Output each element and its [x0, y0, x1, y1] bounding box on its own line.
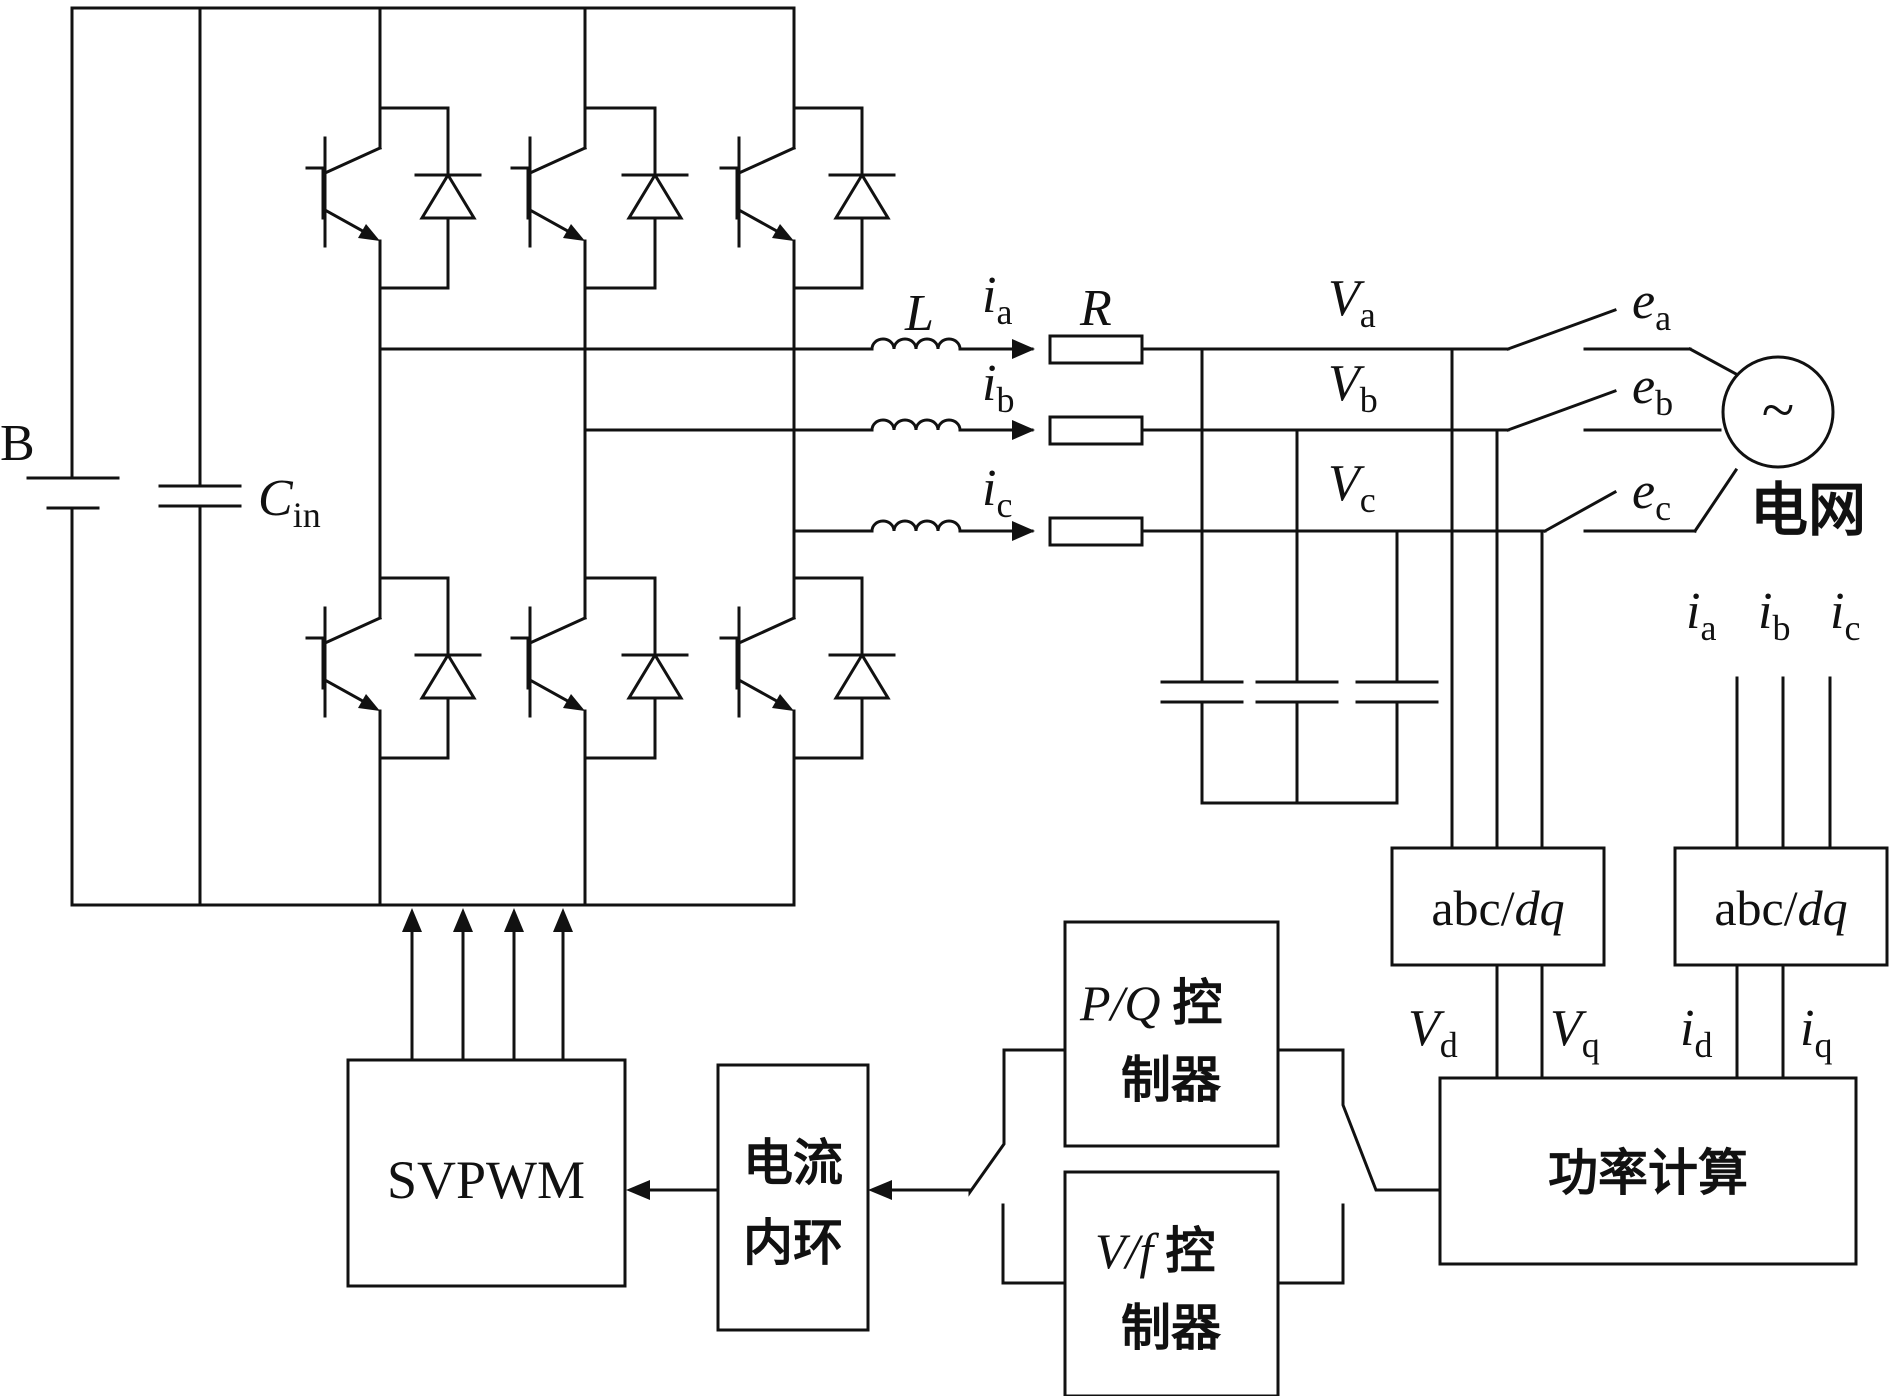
- diode: [414, 173, 482, 220]
- vq-label: Vq: [1550, 1000, 1600, 1065]
- abc-dq-block-voltage: [1390, 846, 1606, 967]
- igbt-switch: [305, 106, 382, 290]
- diode: [828, 173, 896, 220]
- dc-capacitor: [158, 484, 242, 508]
- grid-label: 电网: [1750, 476, 1866, 544]
- voltage-label-c: Vc: [1328, 455, 1376, 520]
- current-loop-block: [716, 1063, 870, 1332]
- battery-label: B: [0, 415, 35, 472]
- pq-controller-line2: 制器: [1121, 1051, 1222, 1109]
- iq-label: iq: [1800, 1000, 1832, 1065]
- current-loop-line1: 电流: [743, 1134, 843, 1192]
- mode-switches: [890, 1048, 1442, 1285]
- resistor: [1048, 334, 1144, 365]
- abc-dq-block-current: [1673, 846, 1889, 967]
- id-label: id: [1680, 1000, 1712, 1065]
- signal-arrow: [868, 1180, 892, 1200]
- capacitor-label: Cin: [258, 470, 321, 535]
- power-calc-block: [1438, 1076, 1858, 1266]
- resistor-label: R: [1079, 280, 1112, 337]
- resistor: [1048, 516, 1144, 547]
- current-label-a: ia: [982, 267, 1012, 332]
- vf-controller-block: [1063, 1170, 1280, 1396]
- dc-bus: [70, 6, 796, 907]
- current-arrow: [1012, 339, 1035, 359]
- emf-label-c: ec: [1632, 463, 1671, 528]
- gate-signals: [402, 908, 573, 1062]
- igbt-switch: [719, 576, 796, 760]
- current-arrow: [1012, 420, 1035, 440]
- inductor: [870, 418, 962, 432]
- signal-arrow: [626, 1180, 650, 1200]
- diode: [828, 653, 896, 700]
- grid-current-label-c: ic: [1830, 583, 1860, 648]
- svpwm-label: SVPWM: [387, 1150, 585, 1210]
- igbt-switch: [510, 576, 587, 760]
- abc-dq-label-voltage: abc/dq: [1431, 880, 1564, 936]
- grid-current-label-b: ib: [1758, 583, 1790, 648]
- abc-dq-label-current: abc/dq: [1714, 880, 1847, 936]
- power-calc-label: 功率计算: [1548, 1144, 1748, 1202]
- diode: [621, 653, 689, 700]
- svpwm-block: [346, 1058, 627, 1288]
- grid-current-label-a: ia: [1686, 583, 1716, 648]
- inductor: [870, 519, 962, 533]
- filter-capacitors: [1160, 347, 1439, 805]
- inductor-label: L: [904, 285, 934, 342]
- igbt-switch: [510, 106, 587, 290]
- vd-label: Vd: [1408, 1000, 1458, 1065]
- current-arrow: [1012, 521, 1035, 541]
- diode: [621, 173, 689, 220]
- emf-label-b: eb: [1632, 358, 1673, 423]
- igbt-switch: [305, 576, 382, 760]
- dq-lines: [1495, 963, 1785, 1080]
- current-label-c: ic: [982, 460, 1012, 525]
- voltage-label-b: Vb: [1328, 355, 1378, 420]
- voltage-taps: [1450, 347, 1544, 850]
- current-label-b: ib: [982, 355, 1014, 420]
- vf-controller-line2: 制器: [1121, 1299, 1222, 1357]
- pq-controller-block: [1063, 920, 1280, 1148]
- emf-label-a: ea: [1632, 273, 1671, 338]
- ac-symbol: ~: [1762, 377, 1794, 443]
- igbt-switch: [719, 106, 796, 290]
- grid-current-lines: [1735, 676, 1832, 850]
- battery: [26, 476, 120, 510]
- diode: [414, 653, 482, 700]
- voltage-label-a: Va: [1328, 270, 1376, 335]
- current-loop-line2: 内环: [743, 1214, 843, 1272]
- grid-switches: [1506, 308, 1739, 534]
- grid-source-icon: [1721, 355, 1835, 469]
- inverter-legs: [378, 6, 864, 907]
- resistor: [1048, 415, 1144, 446]
